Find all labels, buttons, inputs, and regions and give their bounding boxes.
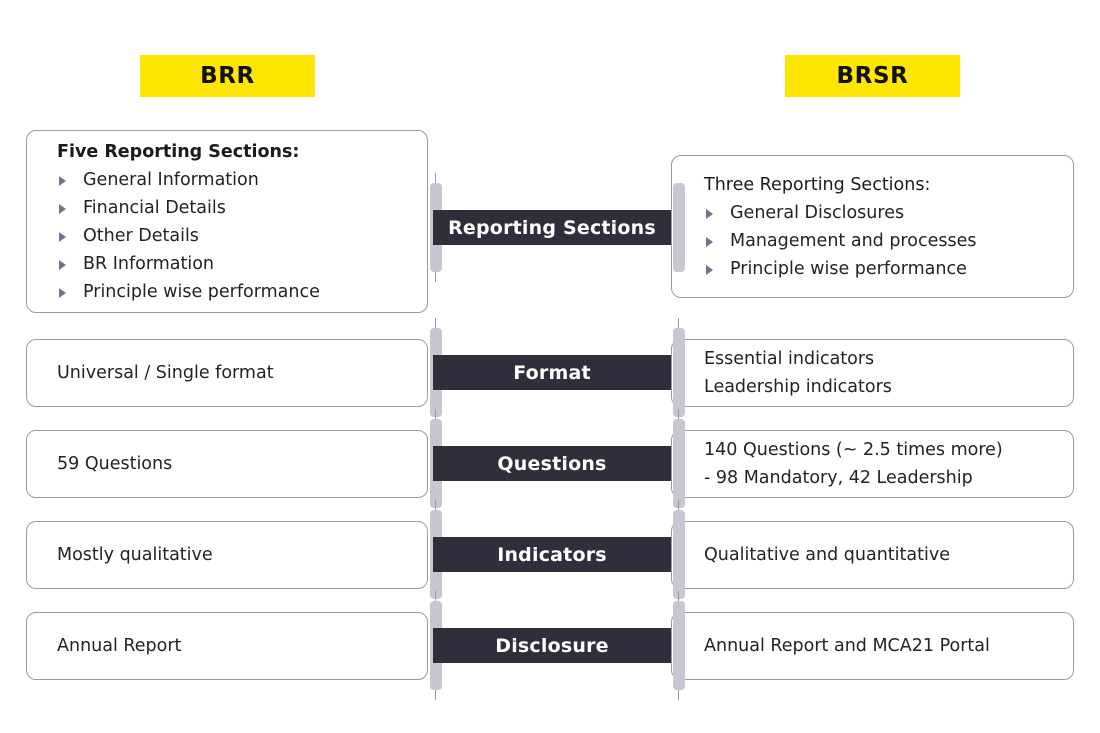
left-card-row-5: Annual Report (26, 612, 428, 680)
card-content: Qualitative and quantitative (672, 522, 1073, 588)
left-card-row-2: Universal / Single format (26, 339, 428, 407)
bullet-label: General Disclosures (730, 202, 905, 223)
bullet-item: BR Information (57, 250, 409, 278)
connector-tab-right (673, 328, 685, 417)
card-line: Mostly qualitative (57, 545, 213, 565)
card-content: Universal / Single format (27, 340, 427, 406)
bullet-label: Management and processes (730, 230, 977, 251)
center-label-bar-row-1: Reporting Sections (433, 210, 671, 245)
header-tab-brsr-label: BRSR (836, 63, 909, 89)
card-line: Qualitative and quantitative (704, 545, 950, 565)
center-label-text: Reporting Sections (448, 216, 656, 239)
center-label-text: Indicators (497, 543, 607, 566)
triangle-bullet-icon (59, 175, 66, 186)
card-heading: Three Reporting Sections: (704, 174, 931, 195)
center-label-text: Questions (497, 452, 607, 475)
header-tab-brsr: BRSR (785, 55, 960, 97)
center-label-bar-row-4: Indicators (433, 537, 671, 572)
bullet-item: General Information (57, 166, 409, 194)
left-card-row-3: 59 Questions (26, 430, 428, 498)
card-line: Annual Report (57, 636, 182, 656)
center-label-bar-row-5: Disclosure (433, 628, 671, 663)
card-line: Universal / Single format (57, 363, 274, 383)
right-card-row-3: 140 Questions (~ 2.5 times more) - 98 Man… (671, 430, 1074, 498)
card-line: Essential indicators (704, 349, 875, 369)
bullet-item: General Disclosures (704, 199, 1055, 227)
bullet-item: Principle wise performance (704, 255, 1055, 283)
bullet-label: Principle wise performance (730, 258, 967, 279)
card-content: Annual Report and MCA21 Portal (672, 613, 1073, 679)
right-card-row-5: Annual Report and MCA21 Portal (671, 612, 1074, 680)
triangle-bullet-icon (59, 287, 66, 298)
center-label-bar-row-3: Questions (433, 446, 671, 481)
center-label-text: Format (513, 361, 591, 384)
center-label-text: Disclosure (495, 634, 609, 657)
bullet-label: Financial Details (83, 197, 226, 218)
bullet-item: Management and processes (704, 227, 1055, 255)
triangle-bullet-icon (706, 264, 713, 275)
triangle-bullet-icon (59, 231, 66, 242)
triangle-bullet-icon (706, 236, 713, 247)
right-card-row-1: Three Reporting Sections: General Disclos… (671, 155, 1074, 298)
bullet-label: BR Information (83, 253, 215, 274)
card-line: Annual Report and MCA21 Portal (704, 636, 990, 656)
bullet-label: Principle wise performance (83, 281, 320, 302)
card-line: Leadership indicators (704, 377, 892, 397)
connector-tab-right (673, 419, 685, 508)
bullet-item: Principle wise performance (57, 278, 409, 306)
card-content: Three Reporting Sections: General Disclos… (672, 156, 1073, 297)
card-heading: Five Reporting Sections: (57, 141, 300, 162)
card-line: 140 Questions (~ 2.5 times more) (704, 440, 1003, 460)
right-card-row-4: Qualitative and quantitative (671, 521, 1074, 589)
bullet-label: Other Details (83, 225, 199, 246)
connector-tab-right (673, 510, 685, 599)
connector-tab-right (673, 601, 685, 690)
header-tab-brr: BRR (140, 55, 315, 97)
card-content: Annual Report (27, 613, 427, 679)
card-line: 59 Questions (57, 454, 173, 474)
card-content: Five Reporting Sections: General Informat… (27, 131, 427, 312)
triangle-bullet-icon (706, 208, 713, 219)
card-content: Mostly qualitative (27, 522, 427, 588)
card-content: 140 Questions (~ 2.5 times more) - 98 Man… (672, 431, 1073, 497)
triangle-bullet-icon (59, 203, 66, 214)
left-card-row-1: Five Reporting Sections: General Informat… (26, 130, 428, 313)
triangle-bullet-icon (59, 259, 66, 270)
bullet-label: General Information (83, 169, 259, 190)
left-card-row-4: Mostly qualitative (26, 521, 428, 589)
header-tab-brr-label: BRR (200, 63, 255, 89)
center-label-bar-row-2: Format (433, 355, 671, 390)
card-line: - 98 Mandatory, 42 Leadership (704, 468, 973, 488)
bullet-item: Financial Details (57, 194, 409, 222)
card-content: 59 Questions (27, 431, 427, 497)
connector-tab-right (673, 183, 685, 272)
bullet-item: Other Details (57, 222, 409, 250)
